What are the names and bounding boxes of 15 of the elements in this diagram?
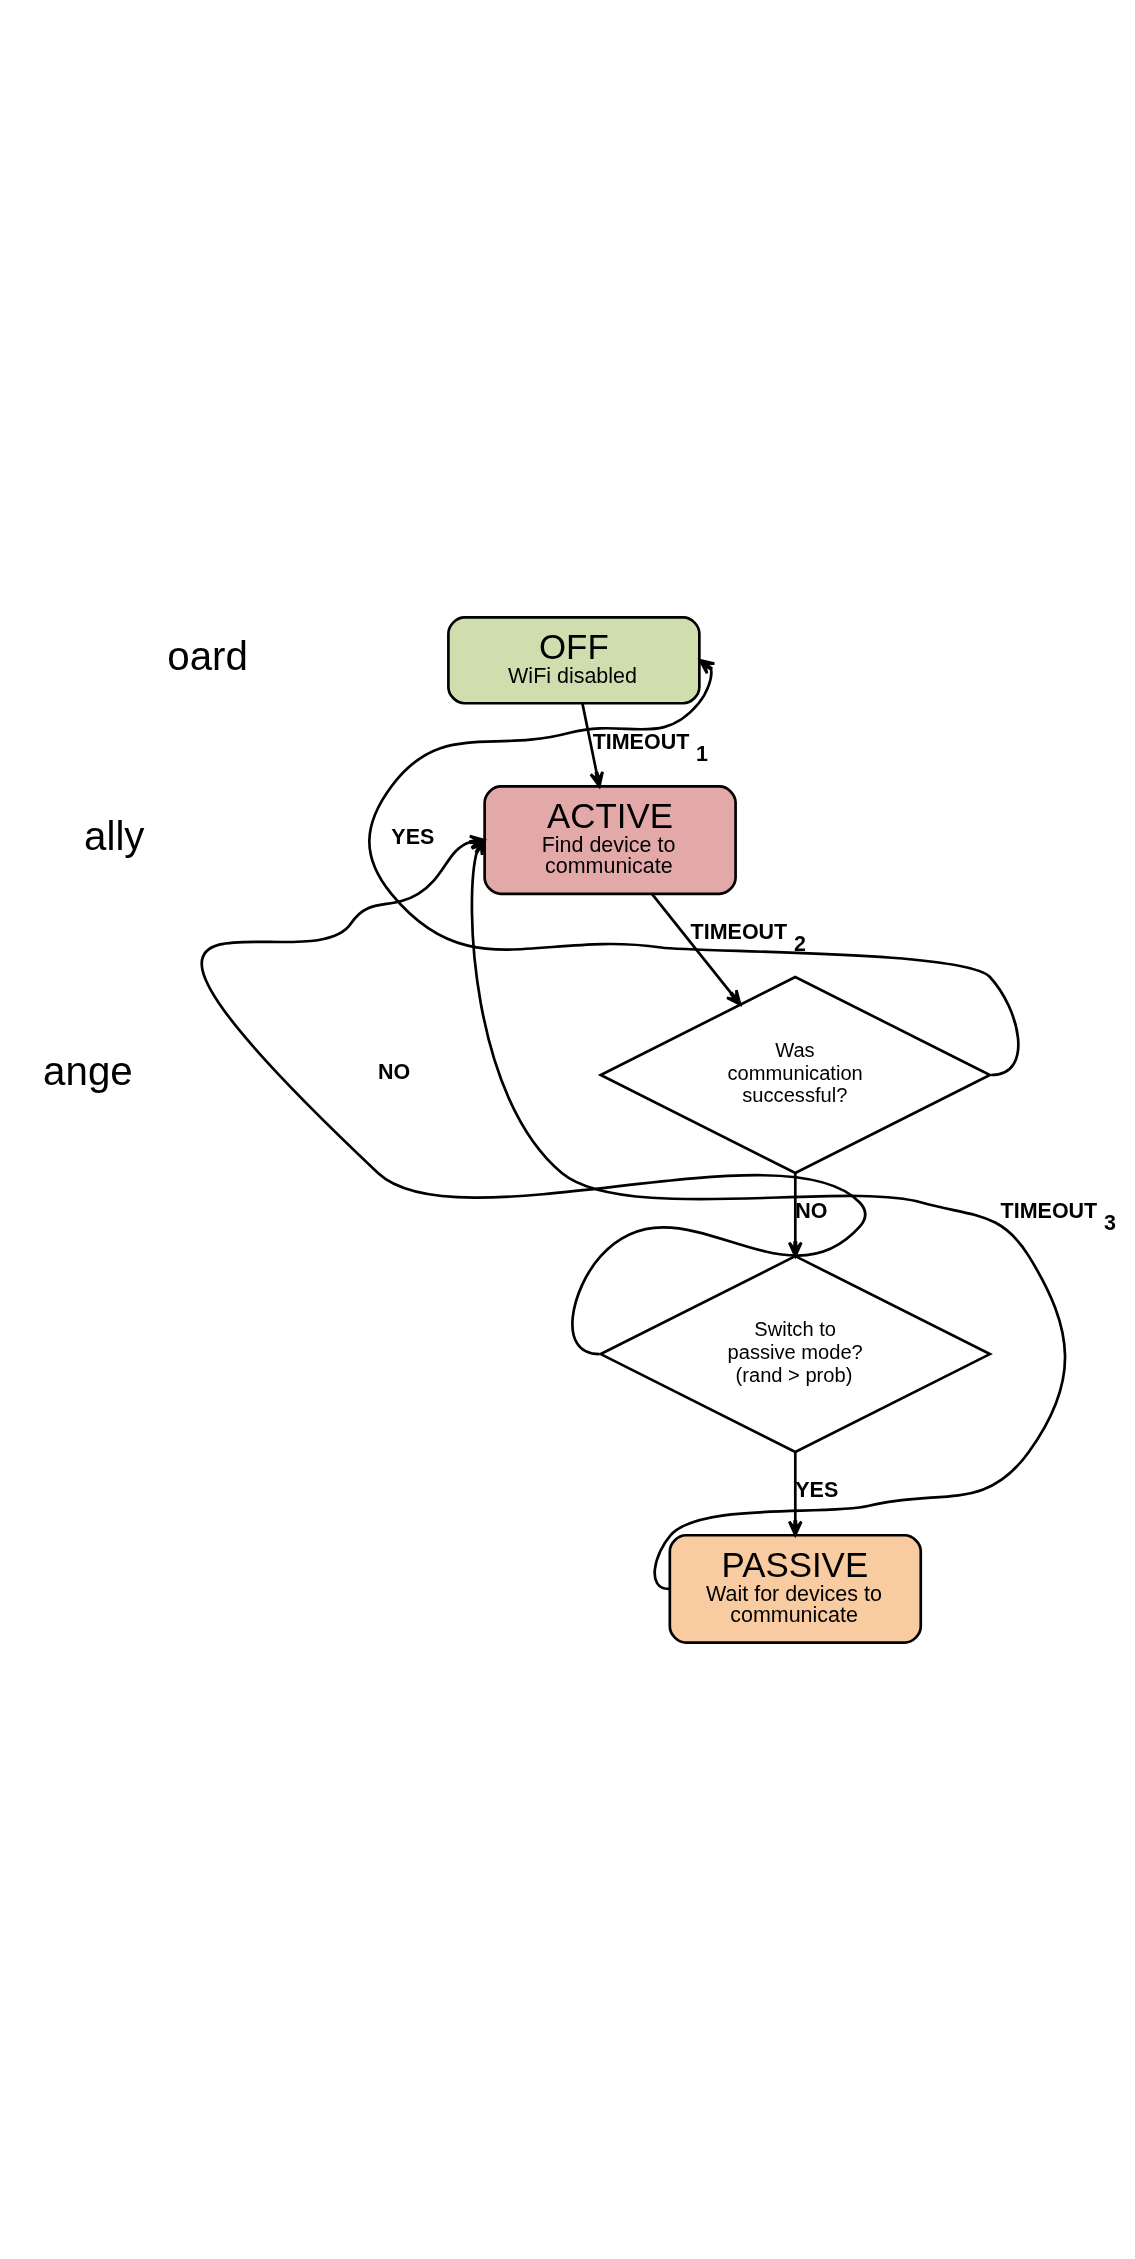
arrow	[368, 658, 1020, 1076]
edge-label: YES	[391, 824, 435, 849]
edge-label: NO	[377, 1059, 411, 1084]
node-diamond: Was communication successful?	[597, 975, 993, 1174]
arrow	[651, 892, 742, 1006]
node-box: OFF WiFi disabled	[447, 615, 701, 705]
node-box: ACTIVE Find device to communicate	[483, 784, 737, 895]
label: oard	[167, 633, 248, 679]
label: ally	[84, 813, 145, 859]
node-box: PASSIVE Wait for devices to communicate	[668, 1533, 923, 1644]
label: ange	[43, 1048, 133, 1094]
arrow	[581, 702, 604, 788]
arrow	[787, 1172, 803, 1257]
node-diamond: Switch to passive mode? (rand > prob)	[597, 1254, 993, 1454]
arrow	[787, 1451, 803, 1536]
